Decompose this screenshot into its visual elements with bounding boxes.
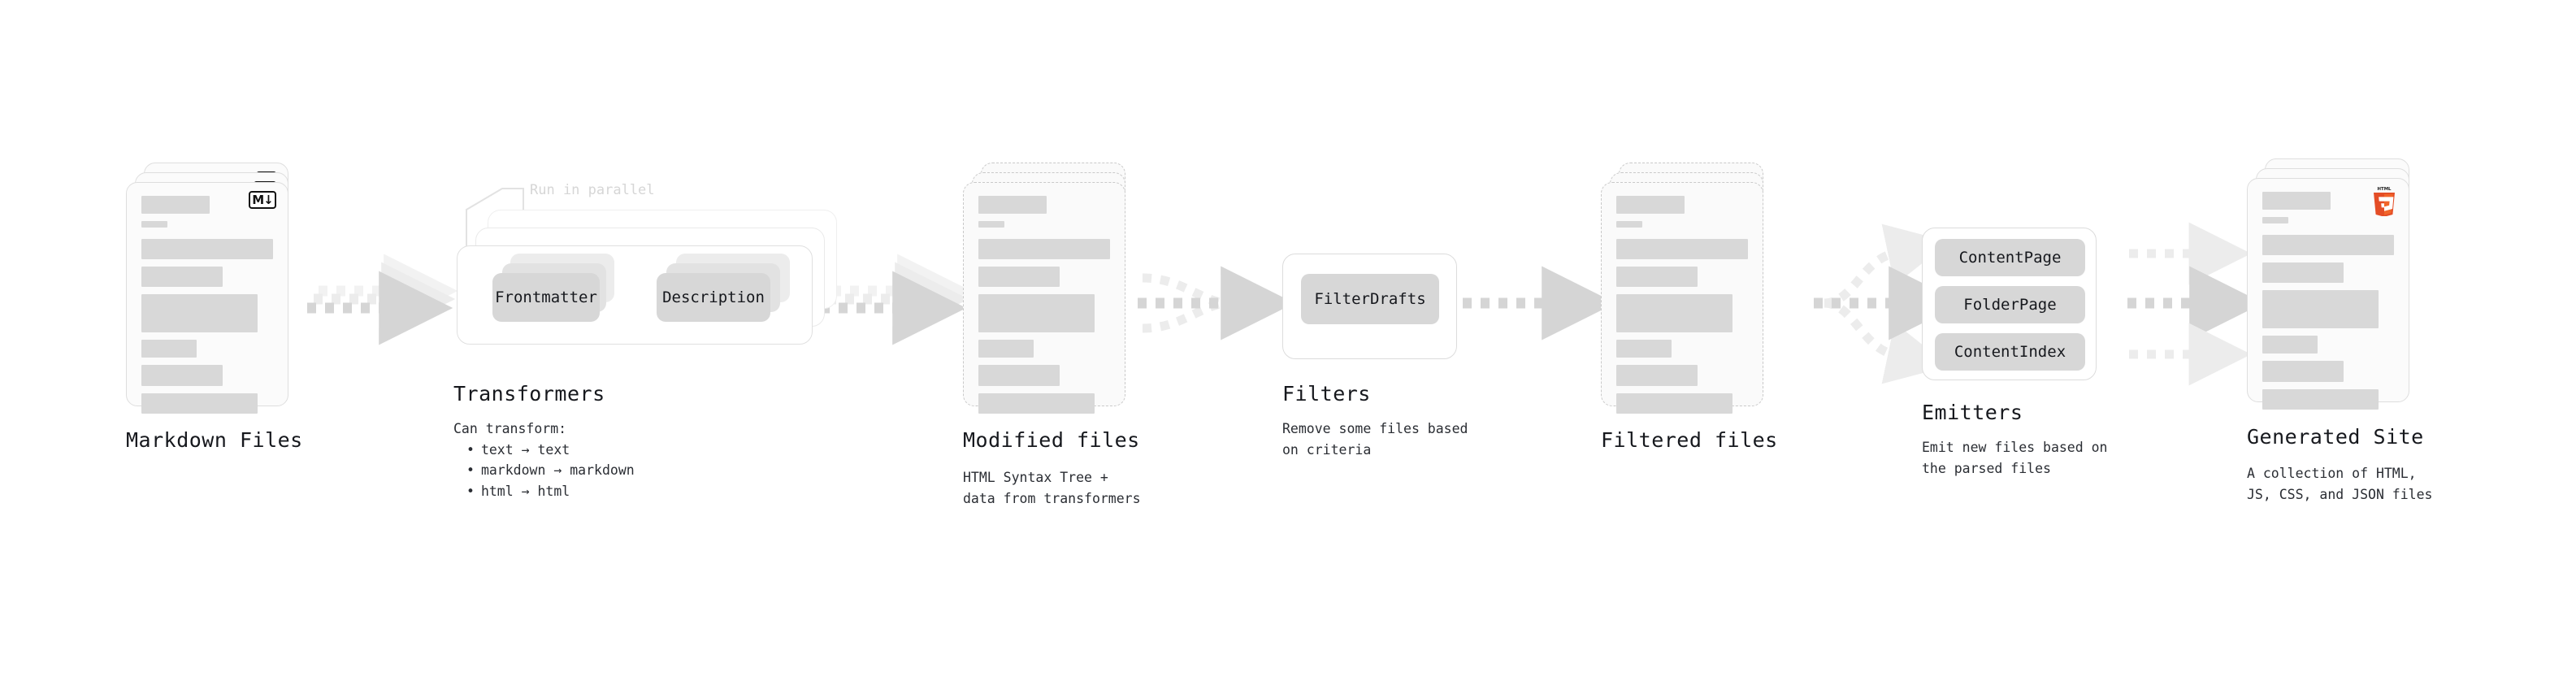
- skeleton-subtitle: [978, 221, 1005, 228]
- caption-filters: Filters: [1282, 382, 1371, 406]
- skeleton-line: [141, 393, 258, 414]
- stage-markdown-files: M↓ M↓ M↓: [126, 163, 297, 414]
- caption-filtered-files: Filtered files: [1601, 428, 1778, 452]
- caption-markdown-files: Markdown Files: [126, 428, 303, 452]
- caption-emitters: Emitters: [1922, 401, 2023, 424]
- skeleton-line: [2262, 389, 2379, 410]
- caption-filters-body: Remove some files based on criteria: [1282, 421, 1468, 458]
- filtered-card-front: [1601, 182, 1763, 414]
- transformers-bullet: text → text: [466, 440, 635, 461]
- caption-emitters-body: Emit new files based on the parsed files: [1922, 440, 2108, 476]
- skeleton-line: [1616, 365, 1698, 386]
- skeleton-line: [141, 365, 223, 386]
- markdown-icon: M↓: [249, 191, 276, 209]
- skeleton-line: [978, 340, 1034, 358]
- skeleton-line: [141, 239, 273, 259]
- html5-icon: HTML: [2371, 185, 2397, 216]
- caption-generated-site-body: A collection of HTML, JS, CSS, and JSON …: [2247, 466, 2433, 502]
- skeleton-title: [141, 196, 210, 214]
- skeleton-line: [2262, 235, 2394, 255]
- skeleton-line: [1616, 267, 1698, 287]
- skeleton-line: [2262, 262, 2344, 283]
- skeleton-line: [2262, 336, 2318, 354]
- stage-generated-site: CSS HTML: [2247, 158, 2418, 410]
- connector-emitters-to-site: [2127, 222, 2264, 386]
- stage-emitters-box: ContentPage FolderPage ContentIndex: [1922, 228, 2097, 380]
- skeleton-line: [2262, 290, 2379, 328]
- svg-text:HTML: HTML: [2378, 187, 2392, 192]
- markdown-card-front: M↓: [126, 182, 288, 414]
- skeleton-line: [141, 340, 197, 358]
- skeleton-title: [2262, 192, 2331, 210]
- skeleton-line: [141, 294, 258, 332]
- skeleton-line: [978, 393, 1095, 414]
- connector-markdown-to-transformers: [307, 254, 458, 345]
- skeleton-line: [1616, 393, 1733, 414]
- transformers-bullet: html → html: [466, 481, 635, 502]
- caption-transformers: Transformers: [453, 382, 605, 406]
- skeleton-line: [978, 267, 1060, 287]
- pill-filterdrafts[interactable]: FilterDrafts: [1301, 274, 1439, 324]
- site-card-front: HTML: [2247, 178, 2409, 410]
- skeleton-subtitle: [141, 221, 168, 228]
- stage-filters-box: FilterDrafts: [1282, 254, 1457, 359]
- transformers-body-lead: Can transform:: [453, 421, 567, 436]
- connector-modified-to-filters: [1138, 266, 1295, 340]
- connector-filtered-to-emitters: [1814, 223, 1963, 384]
- skeleton-line: [978, 239, 1110, 259]
- caption-generated-site: Generated Site: [2247, 425, 2424, 449]
- skeleton-line: [141, 267, 223, 287]
- caption-transformers-body: Can transform: text → text markdown → ma…: [453, 419, 635, 501]
- skeleton-line: [2262, 361, 2344, 382]
- pill-description[interactable]: Description: [657, 273, 770, 322]
- skeleton-line: [1616, 340, 1672, 358]
- skeleton-line: [978, 294, 1095, 332]
- caption-modified-files-body: HTML Syntax Tree + data from transformer…: [963, 470, 1141, 506]
- skeleton-subtitle: [1616, 221, 1643, 228]
- skeleton-title: [1616, 196, 1685, 214]
- skeleton-line: [1616, 239, 1748, 259]
- skeleton-line: [978, 365, 1060, 386]
- pill-contentindex[interactable]: ContentIndex: [1935, 333, 2085, 371]
- transformers-bullet: markdown → markdown: [466, 460, 635, 481]
- pill-contentpage[interactable]: ContentPage: [1935, 239, 2085, 276]
- transformers-bullet-list: text → text markdown → markdown html → h…: [453, 440, 635, 502]
- skeleton-line: [1616, 294, 1733, 332]
- pill-folderpage[interactable]: FolderPage: [1935, 286, 2085, 323]
- pill-frontmatter[interactable]: Frontmatter: [492, 273, 600, 322]
- skeleton-subtitle: [2262, 217, 2289, 223]
- caption-modified-files: Modified files: [963, 428, 1140, 452]
- stage-modified-files: [963, 163, 1134, 414]
- modified-card-front: [963, 182, 1125, 414]
- run-in-parallel-label: Run in parallel: [530, 182, 655, 198]
- skeleton-title: [978, 196, 1047, 214]
- stage-filtered-files: [1601, 163, 1772, 414]
